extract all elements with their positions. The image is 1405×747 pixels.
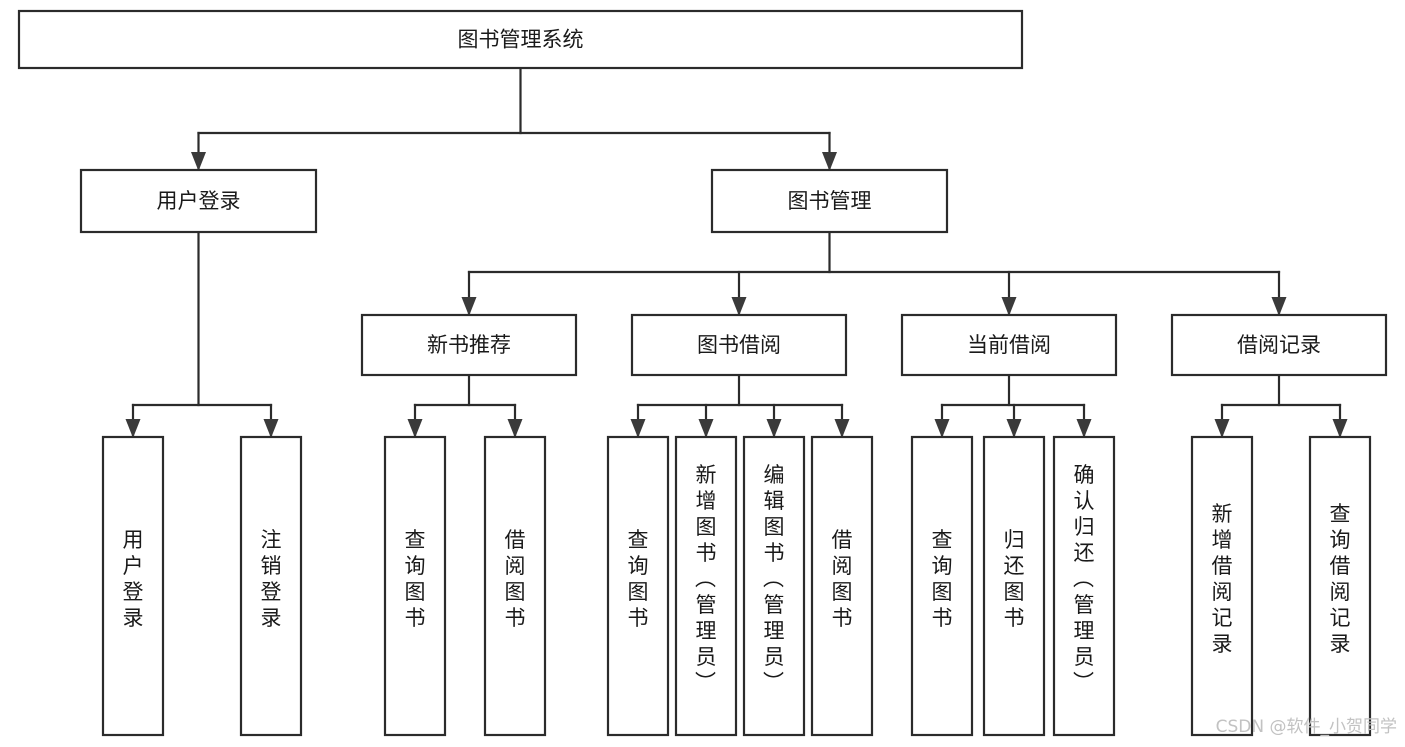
node-box-leaf-logout[interactable] <box>239 435 303 737</box>
node-box-leaf-user-login[interactable] <box>101 435 165 737</box>
node-label-new-book-recommend: 新书推荐 <box>427 333 511 357</box>
node-box-new-book-recommend[interactable] <box>360 313 578 377</box>
node-label-leaf-user-login: 用户登录 <box>123 528 144 630</box>
connector-arrow-icon <box>1214 419 1230 438</box>
connector-user-login-to-leaves <box>125 230 279 438</box>
connector-arrow-icon <box>407 419 423 438</box>
node-label-current-borrow: 当前借阅 <box>967 333 1051 357</box>
node-root[interactable]: 图书管理系统 <box>17 9 1024 70</box>
node-box-leaf-confirm-return[interactable] <box>1052 435 1116 737</box>
node-label-leaf-query-book-3: 查询图书 <box>932 528 953 630</box>
connector-book-borrow-to-leaves <box>630 373 850 438</box>
connector-arrow-icon <box>1006 419 1022 438</box>
connector-arrow-icon <box>934 419 950 438</box>
node-leaf-user-login[interactable]: 用户登录 <box>101 435 165 737</box>
node-box-leaf-edit-book[interactable] <box>742 435 806 737</box>
connector-layer <box>125 66 1348 438</box>
node-leaf-query-book-2[interactable]: 查询图书 <box>606 435 670 737</box>
node-new-book-recommend[interactable]: 新书推荐 <box>360 313 578 377</box>
connector-arrow-icon <box>834 419 850 438</box>
node-label-leaf-query-book-2: 查询图书 <box>628 528 649 630</box>
node-leaf-edit-book[interactable]: 编辑图书（管理员） <box>742 435 806 737</box>
connector-arrow-icon <box>263 419 279 438</box>
node-box-user-login[interactable] <box>79 168 318 234</box>
node-user-login[interactable]: 用户登录 <box>79 168 318 234</box>
csdn-watermark: CSDN @软件_小贺同学 <box>1216 717 1397 737</box>
connector-current-borrow-to-leaves <box>934 373 1092 438</box>
connector-arrow-icon <box>630 419 646 438</box>
node-box-leaf-query-record[interactable] <box>1308 435 1372 737</box>
node-box-leaf-borrow-book-1[interactable] <box>483 435 547 737</box>
node-leaf-add-record[interactable]: 新增借阅记录 <box>1190 435 1254 737</box>
node-label-leaf-add-record: 新增借阅记录 <box>1212 502 1233 656</box>
node-label-leaf-borrow-book-1: 借阅图书 <box>505 528 526 630</box>
node-label-leaf-edit-book: 编辑图书（管理员） <box>763 463 785 695</box>
node-box-leaf-return-book[interactable] <box>982 435 1046 737</box>
node-box-current-borrow[interactable] <box>900 313 1118 377</box>
node-book-management[interactable]: 图书管理 <box>710 168 949 234</box>
connector-arrow-icon <box>1332 419 1348 438</box>
node-layer: 图书管理系统用户登录图书管理新书推荐图书借阅当前借阅借阅记录用户登录注销登录查询… <box>17 9 1388 737</box>
connector-new-book-recommend-to-leaves <box>407 373 523 438</box>
node-label-book-management: 图书管理 <box>788 189 872 213</box>
node-label-borrow-record: 借阅记录 <box>1237 333 1321 357</box>
connector-arrow-icon <box>125 419 141 438</box>
node-current-borrow[interactable]: 当前借阅 <box>900 313 1118 377</box>
connector-arrow-icon <box>507 419 523 438</box>
node-leaf-query-book-3[interactable]: 查询图书 <box>910 435 974 737</box>
node-box-borrow-record[interactable] <box>1170 313 1388 377</box>
connector-borrow-record-to-leaves <box>1214 373 1348 438</box>
node-box-leaf-borrow-book-2[interactable] <box>810 435 874 737</box>
node-leaf-query-book-1[interactable]: 查询图书 <box>383 435 447 737</box>
node-label-user-login: 用户登录 <box>157 189 241 213</box>
node-box-leaf-query-book-3[interactable] <box>910 435 974 737</box>
connector-arrow-icon <box>191 152 206 171</box>
node-label-leaf-confirm-return: 确认归还（管理员） <box>1073 463 1095 695</box>
node-leaf-borrow-book-2[interactable]: 借阅图书 <box>810 435 874 737</box>
connector-book-management-to-level3 <box>461 230 1287 316</box>
connector-arrow-icon <box>698 419 714 438</box>
node-leaf-query-record[interactable]: 查询借阅记录 <box>1308 435 1372 737</box>
node-leaf-borrow-book-1[interactable]: 借阅图书 <box>483 435 547 737</box>
node-leaf-logout[interactable]: 注销登录 <box>239 435 303 737</box>
node-label-leaf-query-book-1: 查询图书 <box>405 528 426 630</box>
node-box-leaf-add-book[interactable] <box>674 435 738 737</box>
node-box-leaf-query-book-2[interactable] <box>606 435 670 737</box>
node-label-leaf-borrow-book-2: 借阅图书 <box>832 528 853 630</box>
connector-arrow-icon <box>1001 297 1017 316</box>
node-leaf-add-book[interactable]: 新增图书（管理员） <box>674 435 738 737</box>
connector-arrow-icon <box>766 419 782 438</box>
node-leaf-return-book[interactable]: 归还图书 <box>982 435 1046 737</box>
node-borrow-record[interactable]: 借阅记录 <box>1170 313 1388 377</box>
node-box-root[interactable] <box>17 9 1024 70</box>
node-label-book-borrow: 图书借阅 <box>697 333 781 357</box>
node-label-leaf-logout: 注销登录 <box>261 528 282 630</box>
node-leaf-confirm-return[interactable]: 确认归还（管理员） <box>1052 435 1116 737</box>
connector-arrow-icon <box>822 152 837 171</box>
node-book-borrow[interactable]: 图书借阅 <box>630 313 848 377</box>
node-label-leaf-add-book: 新增图书（管理员） <box>695 463 717 695</box>
connector-arrow-icon <box>1271 297 1287 316</box>
node-box-book-borrow[interactable] <box>630 313 848 377</box>
node-label-leaf-return-book: 归还图书 <box>1004 528 1025 630</box>
node-box-leaf-query-book-1[interactable] <box>383 435 447 737</box>
connector-arrow-icon <box>731 297 747 316</box>
connector-arrow-icon <box>1076 419 1092 438</box>
node-box-book-management[interactable] <box>710 168 949 234</box>
connector-root-to-level2 <box>191 66 837 171</box>
connector-arrow-icon <box>461 297 477 316</box>
node-box-leaf-add-record[interactable] <box>1190 435 1254 737</box>
node-label-leaf-query-record: 查询借阅记录 <box>1330 502 1351 656</box>
node-label-root: 图书管理系统 <box>458 28 584 52</box>
